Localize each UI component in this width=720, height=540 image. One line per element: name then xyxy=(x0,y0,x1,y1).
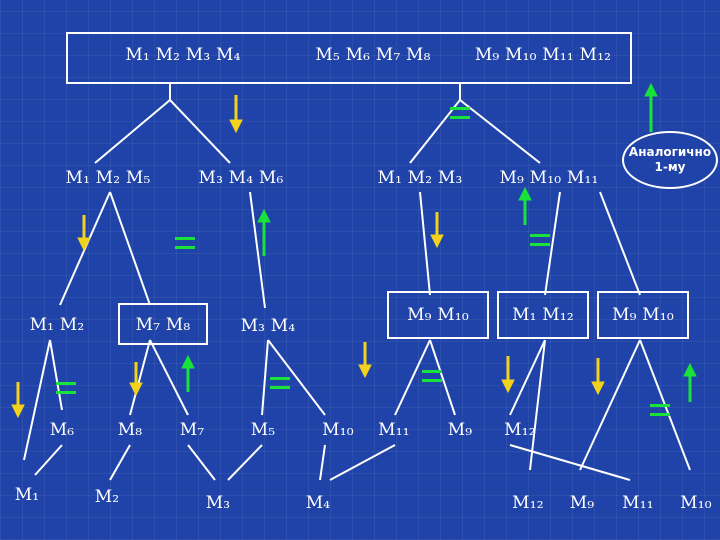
green-up-arrow-icon xyxy=(683,362,697,402)
green-equals-icon xyxy=(450,107,470,119)
green-up-arrow-icon xyxy=(518,186,532,225)
yellow-down-arrow-icon xyxy=(591,358,605,396)
green-up-arrow-icon xyxy=(257,208,271,256)
green-equals-icon xyxy=(530,234,550,246)
top-group-2: M₅ M₆ M₇ M₈ xyxy=(315,45,431,65)
l4-node: M₁₁ xyxy=(622,493,654,513)
l2-d: M₉ M₁₀ xyxy=(407,305,469,325)
l3-node: M₉ xyxy=(447,420,473,440)
green-up-arrow-icon xyxy=(644,82,658,132)
box-m9-m10-right xyxy=(597,291,689,339)
l2-f: M₉ M₁₀ xyxy=(612,305,674,325)
l4-node: M₉ xyxy=(569,493,595,513)
l3-node: M₁₁ xyxy=(378,420,410,440)
box-m1-m12 xyxy=(497,291,589,339)
l3-node: M₁₂ xyxy=(504,420,536,440)
l2-c: M₃ M₄ xyxy=(240,316,296,336)
l1-left-b: M₃ M₄ M₆ xyxy=(198,168,284,188)
yellow-down-arrow-icon xyxy=(430,212,444,249)
note-text: Аналогично 1-му xyxy=(628,145,712,174)
line-top-l1a xyxy=(94,99,171,164)
l1-right-b: M₉ M₁₀ M₁₁ xyxy=(499,168,599,188)
l4-node: M₂ xyxy=(94,487,120,507)
l2-a: M₁ M₂ xyxy=(29,315,85,335)
top-group-3: M₉ M₁₀ M₁₁ M₁₂ xyxy=(474,45,612,65)
green-equals-icon xyxy=(270,377,290,389)
green-equals-icon xyxy=(650,404,670,416)
line-top-l1b xyxy=(169,99,231,164)
top-box xyxy=(66,32,632,84)
l2-e: M₁ M₁₂ xyxy=(512,305,574,325)
l4-node: M₁₂ xyxy=(512,493,544,513)
green-equals-icon xyxy=(422,370,442,382)
green-up-arrow-icon xyxy=(181,354,195,392)
yellow-down-arrow-icon xyxy=(229,95,243,134)
yellow-down-arrow-icon xyxy=(11,382,25,419)
green-equals-icon xyxy=(175,237,195,249)
l4-node: M₃ xyxy=(205,493,231,513)
yellow-down-arrow-icon xyxy=(129,362,143,397)
l2-b: M₇ M₈ xyxy=(135,315,191,335)
note-bubble xyxy=(622,131,718,189)
top-group-1: M₁ M₂ M₃ M₄ xyxy=(125,45,241,65)
l4-node: M₄ xyxy=(305,493,331,513)
l3-node: M₁₀ xyxy=(322,420,354,440)
line-top-l1c xyxy=(409,99,461,164)
l4-node: M₁₀ xyxy=(680,493,712,513)
box-m7-m8 xyxy=(118,303,208,345)
box-m9-m10 xyxy=(387,291,489,339)
l1-left-a: M₁ M₂ M₅ xyxy=(65,168,151,188)
l1-right-a: M₁ M₂ M₃ xyxy=(377,168,463,188)
yellow-down-arrow-icon xyxy=(358,342,372,379)
l3-node: M₈ xyxy=(117,420,143,440)
line-top-l1d xyxy=(459,99,541,164)
l3-node: M₇ xyxy=(179,420,205,440)
green-equals-icon xyxy=(56,382,76,394)
l3-node: M₅ xyxy=(250,420,276,440)
l3-node: M₆ xyxy=(49,420,75,440)
l4-node: M₁ xyxy=(14,485,40,505)
yellow-down-arrow-icon xyxy=(77,215,91,252)
yellow-down-arrow-icon xyxy=(501,356,515,394)
